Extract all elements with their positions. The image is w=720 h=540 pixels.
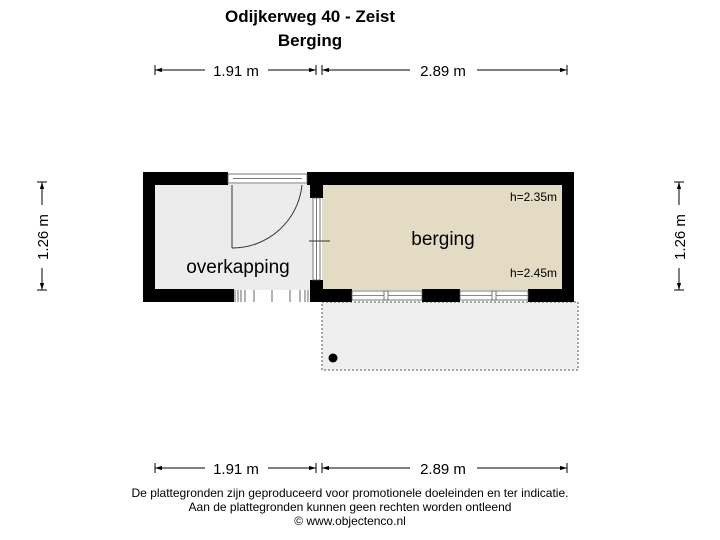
dimension-top-right: 2.89 m	[321, 63, 568, 80]
door	[227, 173, 308, 249]
dimension-right: 1.26 m	[672, 181, 689, 291]
page-subtitle: Berging	[277, 31, 343, 50]
page-title: Odijkerweg 40 - Zeist	[224, 7, 396, 26]
svg-text:2.89 m: 2.89 m	[420, 461, 466, 478]
window-left	[351, 290, 423, 301]
dimension-top-left: 1.91 m	[154, 63, 317, 80]
overkapping-floor	[155, 184, 315, 290]
svg-text:2.89 m: 2.89 m	[420, 63, 466, 80]
svg-text:1.26 m: 1.26 m	[35, 214, 52, 260]
open-side	[234, 290, 309, 302]
window-right	[459, 290, 529, 301]
dimension-bottom-right: 2.89 m	[321, 461, 568, 478]
height-label-top: h=2.35m	[510, 190, 557, 204]
terrace	[321, 301, 579, 371]
copyright: © www.objectenco.nl	[294, 514, 406, 528]
dimension-left: 1.26 m	[35, 181, 52, 291]
post-marker	[328, 353, 338, 363]
room-label-berging: berging	[411, 229, 474, 250]
height-label-bottom: h=2.45m	[510, 266, 557, 280]
disclaimer-line-1: De plattegronden zijn geproduceerd voor …	[131, 486, 569, 500]
berging-floor	[322, 184, 562, 290]
room-label-overkapping: overkapping	[186, 257, 290, 278]
walls	[143, 172, 574, 302]
interior-window	[309, 197, 330, 281]
svg-text:1.91 m: 1.91 m	[213, 461, 259, 478]
svg-text:1.91 m: 1.91 m	[213, 63, 259, 80]
dimension-bottom-left: 1.91 m	[154, 461, 317, 478]
disclaimer-line-2: Aan de plattegronden kunnen geen rechten…	[188, 500, 512, 514]
svg-text:1.26 m: 1.26 m	[672, 214, 689, 260]
